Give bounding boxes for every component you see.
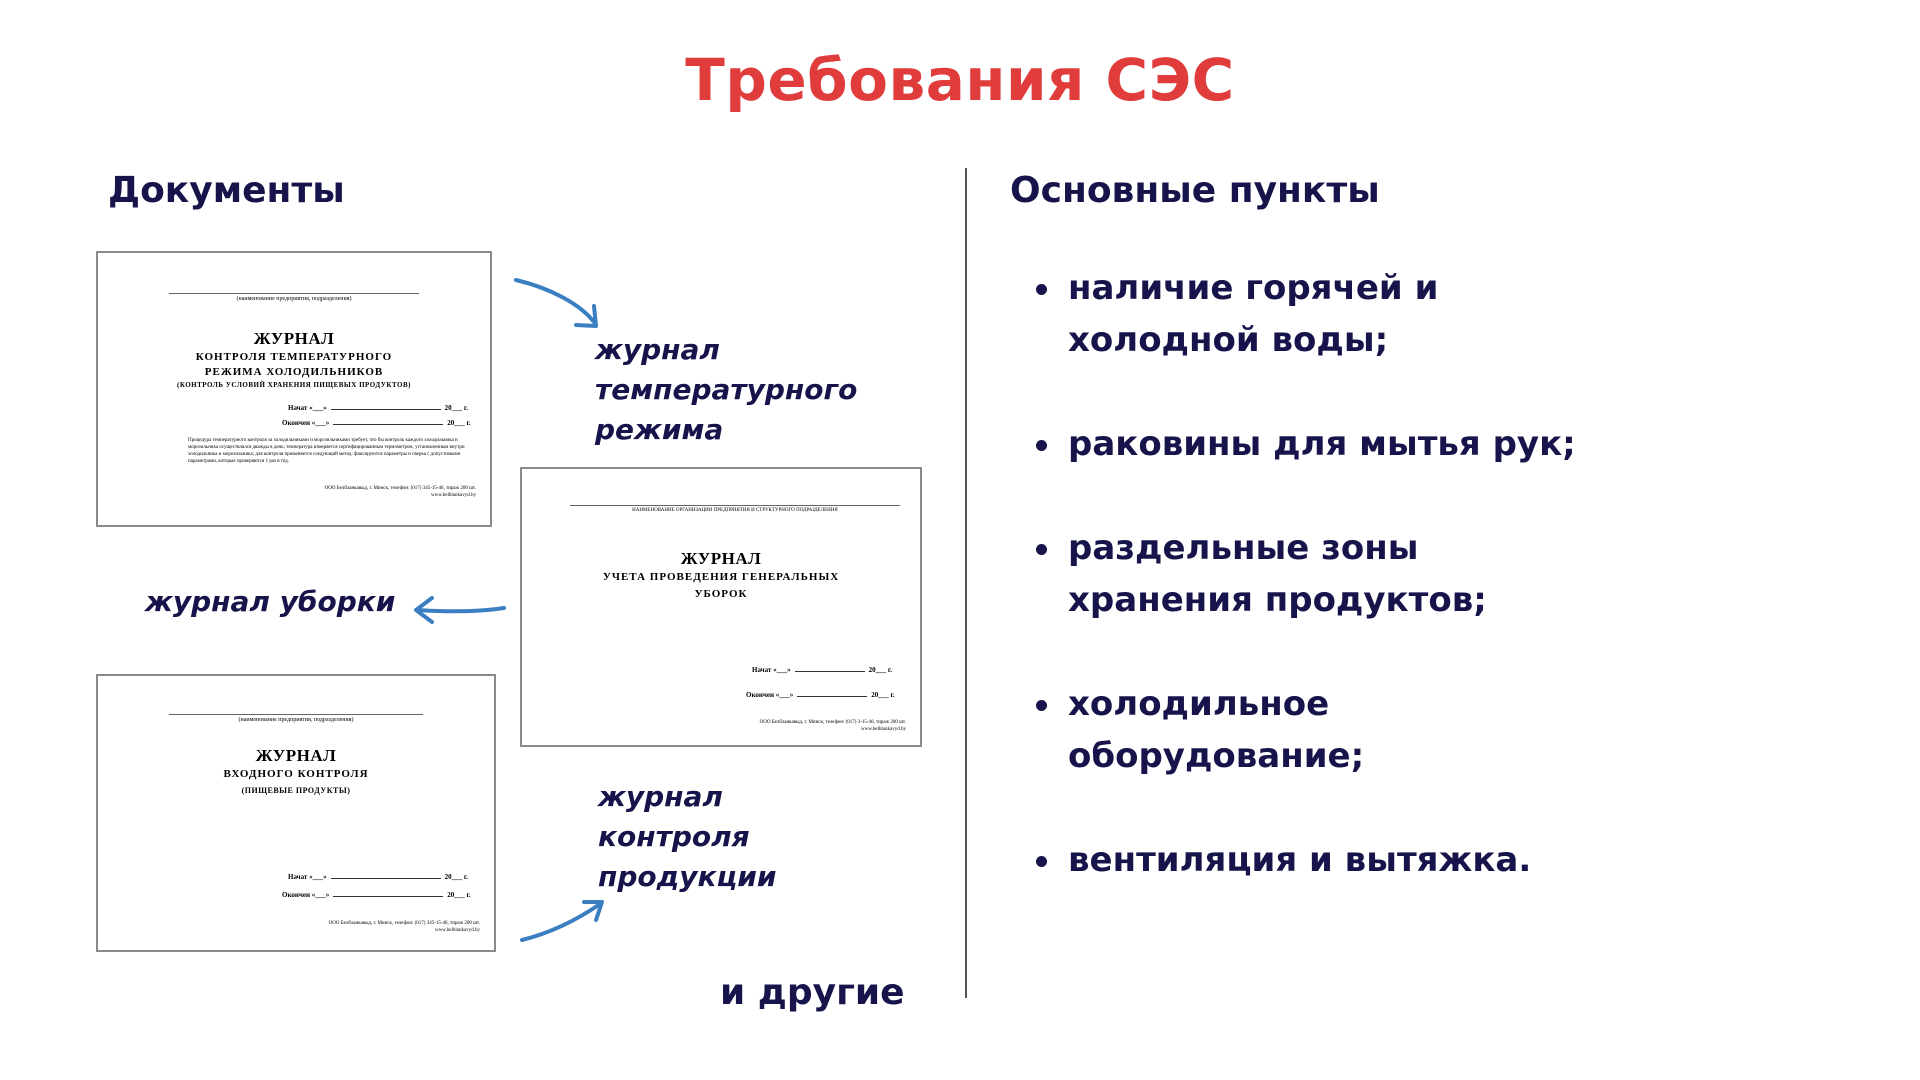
list-item: вентиляция и вытяжка. xyxy=(1032,834,1872,886)
temperature-journal-document: (наименование предприятия, подразделения… xyxy=(96,251,492,527)
cleaning-journal-caption: журнал уборки xyxy=(145,585,396,618)
doc-org-caption: НАИМЕНОВАНИЕ ОРГАНИЗАЦИИ ПРЕДПРИЯТИЯ И С… xyxy=(569,505,901,513)
list-item: холодильное оборудование; xyxy=(1032,678,1872,782)
doc-org-caption: (наименование предприятия, подразделения… xyxy=(168,293,420,302)
doc-end-field: Окончен «___»20___ г. xyxy=(746,691,895,699)
cleaning-journal-document: НАИМЕНОВАНИЕ ОРГАНИЗАЦИИ ПРЕДПРИЯТИЯ И С… xyxy=(520,467,922,747)
points-heading: Основные пункты xyxy=(1010,170,1380,211)
bullet-icon xyxy=(1036,544,1047,555)
doc-start-field: Начат «___»20___ г. xyxy=(288,873,469,881)
others-caption: и другие xyxy=(720,972,905,1013)
doc-subtitle: КОНТРОЛЯ ТЕМПЕРАТУРНОГО xyxy=(195,351,393,363)
doc-footer: ООО Белбланкавыд, г. Минск, телефон: (01… xyxy=(324,486,476,498)
doc-note: Процедура температурного контроля за хол… xyxy=(188,438,465,464)
column-divider xyxy=(965,168,967,998)
bullet-icon xyxy=(1036,440,1047,451)
page-title: Требования СЭС xyxy=(685,46,1235,114)
bullet-icon xyxy=(1036,856,1047,867)
doc-subtitle-note: (КОНТРОЛЬ УСЛОВИЙ ХРАНЕНИЯ ПИЩЕВЫХ ПРОДУ… xyxy=(176,381,411,389)
arrow-to-cleaning-caption-icon xyxy=(414,596,506,624)
doc-org-caption: (наименование предприятия, подразделения… xyxy=(169,714,423,723)
arrow-to-products-caption-icon xyxy=(520,900,604,942)
doc-start-field: Начат «___»20___ г. xyxy=(752,666,893,674)
incoming-control-journal-document: (наименование предприятия, подразделения… xyxy=(96,674,496,952)
list-item: раковины для мытья рук; xyxy=(1032,418,1872,470)
bullet-icon xyxy=(1036,284,1047,295)
products-journal-caption: журнал контроля продукции xyxy=(598,780,777,893)
doc-end-field: Окончен «___»20___ г. xyxy=(282,419,471,427)
doc-subtitle: (ПИЩЕВЫЕ ПРОДУКТЫ) xyxy=(241,786,351,795)
doc-subtitle: УБОРОК xyxy=(694,588,748,600)
doc-footer: ООО Белбланкавыд, г. Минск, телефон: (01… xyxy=(759,720,906,732)
requirements-list: наличие горячей и холодной воды; раковин… xyxy=(1032,262,1872,938)
documents-heading: Документы xyxy=(108,170,345,211)
doc-subtitle: ВХОДНОГО КОНТРОЛЯ xyxy=(223,768,369,780)
doc-end-field: Окончен «___»20___ г. xyxy=(282,891,471,899)
bullet-icon xyxy=(1036,700,1047,711)
doc-title: ЖУРНАЛ xyxy=(255,746,337,765)
doc-start-field: Начат «___»20___ г. xyxy=(288,404,469,412)
doc-footer: ООО Белбланкавыд, г. Минск, телефон: (01… xyxy=(328,921,480,933)
doc-title: ЖУРНАЛ xyxy=(253,329,335,348)
arrow-to-temperature-caption-icon xyxy=(514,278,598,328)
doc-subtitle: РЕЖИМА ХОЛОДИЛЬНИКОВ xyxy=(204,366,384,378)
list-item: раздельные зоны хранения продуктов; xyxy=(1032,522,1872,626)
list-item: наличие горячей и холодной воды; xyxy=(1032,262,1872,366)
doc-subtitle: УЧЕТА ПРОВЕДЕНИЯ ГЕНЕРАЛЬНЫХ xyxy=(602,571,840,583)
doc-title: ЖУРНАЛ xyxy=(680,549,762,568)
temperature-journal-caption: журнал температурного режима xyxy=(595,333,858,446)
